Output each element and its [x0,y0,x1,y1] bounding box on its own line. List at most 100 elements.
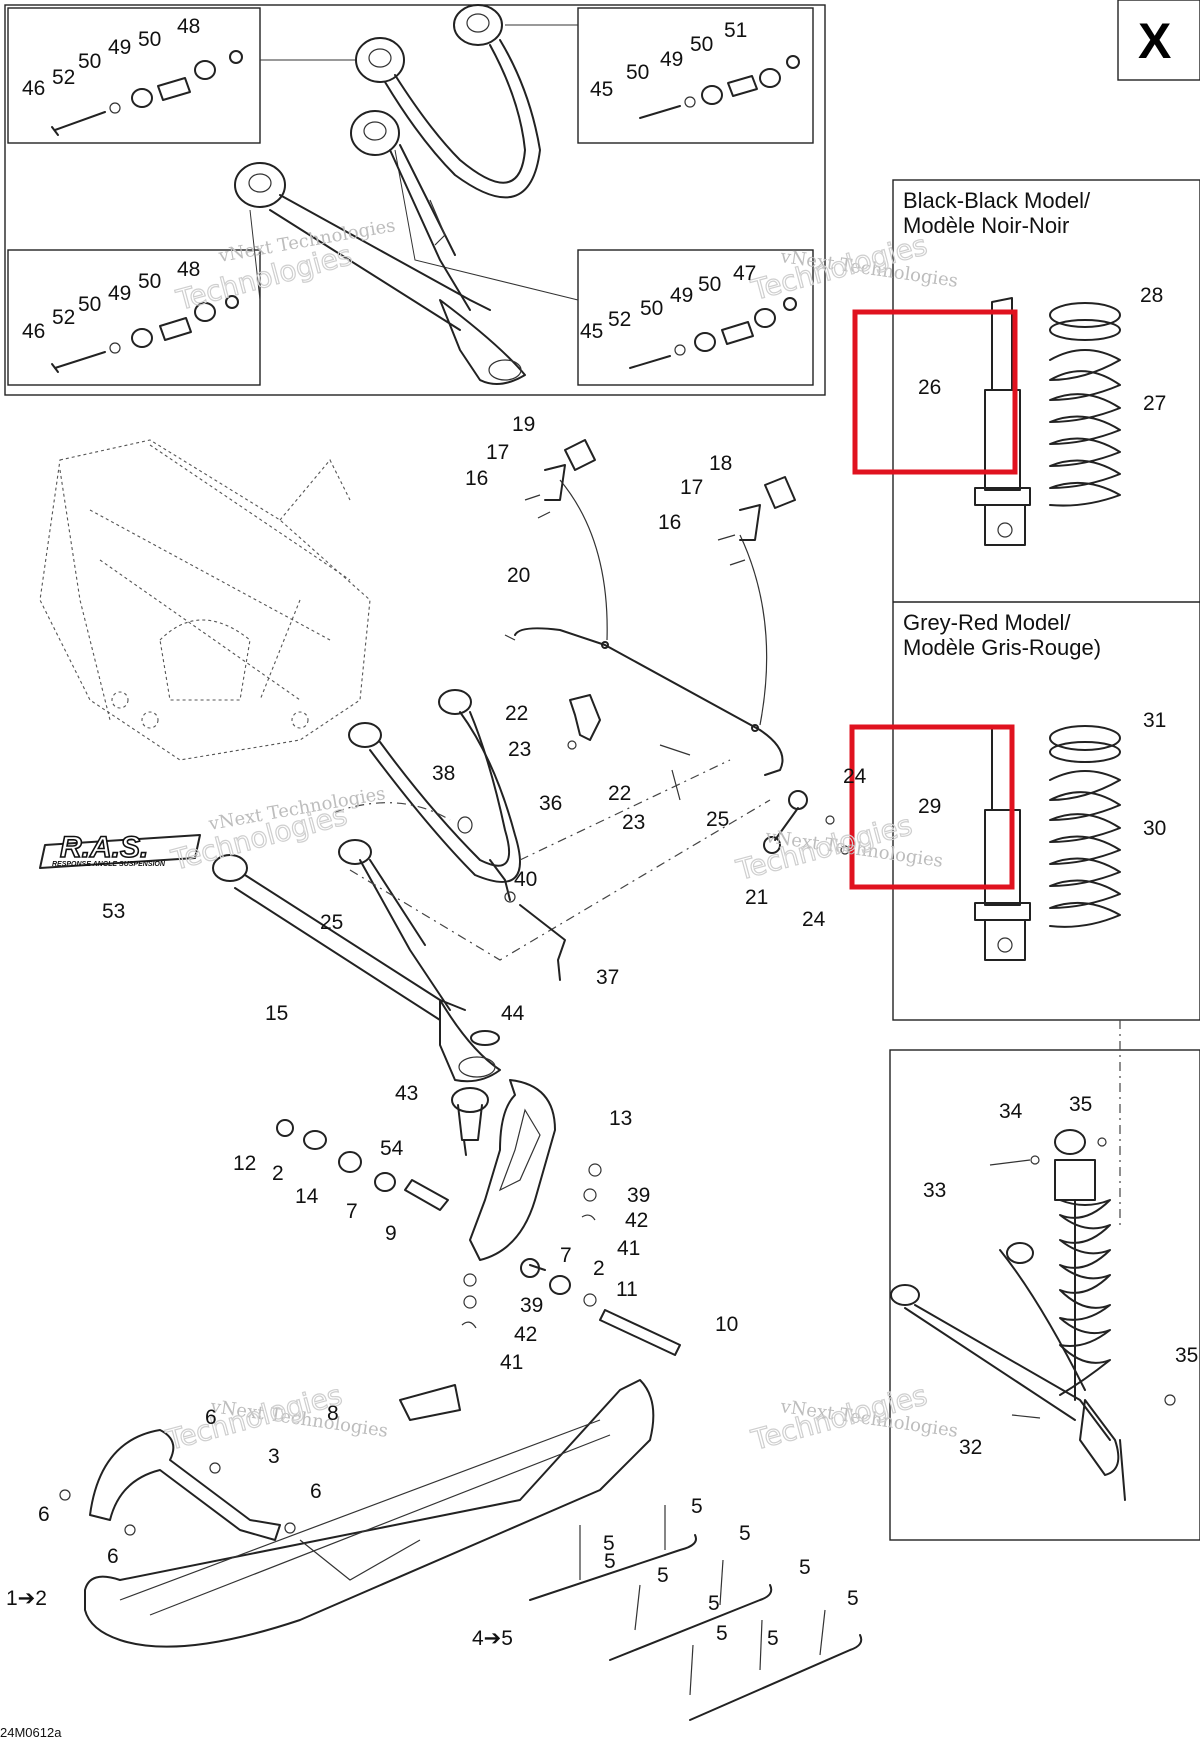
callout-label: 5 [716,1622,728,1645]
callout-label: 5 [691,1495,703,1518]
section-letter: X [1138,13,1171,69]
ski-assembly [84,1379,655,1648]
callout-label: 50 [78,50,101,73]
callout-label: 19 [512,413,535,436]
callout-label: 28 [1140,284,1163,307]
callout-label: 42 [514,1323,537,1346]
callout-label: 18 [709,452,732,475]
sway-bar [504,479,784,776]
hardware-top-left [51,50,243,136]
callout-label: 2 [272,1162,284,1185]
callout-label: 52 [52,306,75,329]
ras-logo-tagline: RESPONSE ANGLE SUSPENSION [52,861,166,868]
callout-label: 35 [1175,1344,1198,1367]
upper-a-arm-36 [348,689,521,901]
frames [4,0,1200,1541]
callout-label: 45 [590,78,613,101]
spindle-13-web [498,1108,541,1192]
callout-label: 16 [465,467,488,490]
callout-label: 16 [658,511,681,534]
upper-a-arm-detail [350,4,541,199]
callout-label: 2 [593,1257,605,1280]
callout-label: 40 [514,868,537,891]
spindle-hardware [276,891,681,1356]
carbide-runners [529,1505,863,1721]
callout-label: 35 [1069,1093,1092,1116]
callout-label: 7 [346,1200,358,1223]
detail-leaders [249,24,579,301]
callout-label: 52 [608,308,631,331]
callout-label: 27 [1143,392,1166,415]
callout-label: 9 [385,1222,397,1245]
installed-shock-assembly [890,1129,1176,1501]
callout-label: 17 [486,441,509,464]
callout-label: 49 [108,282,131,305]
callout-label: 5 [739,1522,751,1545]
callout-label: 26 [918,376,941,399]
detail-box-mid-left [7,249,261,386]
callout-label: 11 [616,1278,638,1301]
section-box [1117,0,1200,81]
callout-label: 50 [698,273,721,296]
callout-label: 50 [78,293,101,316]
black-model-label-line2: Modèle Noir-Noir [903,213,1069,238]
callout-label: 46 [22,77,45,100]
spring-grey-red [1049,725,1121,928]
callout-label: 23 [622,811,645,834]
callout-label: 6 [107,1545,119,1568]
detail-box-mid-right [577,249,814,386]
callout-label: 5 [767,1627,779,1650]
ball-joint-43 [451,1087,489,1156]
callout-label: 21 [745,886,768,909]
spring-black-black [1049,302,1121,507]
installed-shock-frame [889,1049,1200,1541]
callout-label: 49 [108,36,131,59]
lower-a-arm-15 [212,839,501,1083]
lower-a-arm-detail [234,144,526,385]
callout-label: 25 [320,911,343,934]
callout-label: 50 [626,61,649,84]
callout-label: 49 [660,48,683,71]
callout-label: 10 [715,1313,738,1336]
callout-label: 50 [138,28,161,51]
callout-label: 37 [596,966,619,989]
callout-label: 5 [604,1550,616,1573]
callout-label: 6 [205,1406,217,1429]
grey-model-label-line1: Grey-Red Model/ [903,610,1071,635]
callout-label: 22 [608,782,631,805]
callout-label: 47 [733,262,756,285]
callout-label: 44 [501,1002,525,1025]
callout-label: 31 [1143,709,1166,732]
callout-label: 6 [310,1480,322,1503]
callout-label: 52 [52,66,75,89]
shock-models-frame [892,179,1200,1021]
grey-model-label-line2: Modèle Gris-Rouge) [903,635,1101,660]
hardware-mid-left [51,295,239,373]
spindle-13 [469,1079,556,1261]
callout-label: 5 [657,1564,669,1587]
hardware-top-right [639,55,800,119]
detail-box-top-left [7,7,261,144]
callout-label: 24 [802,908,826,931]
watermarks: vNext Technologies Technologies vNext Te… [162,215,960,1457]
callout-label: 5 [799,1556,811,1579]
handle-3 [59,1429,296,1541]
callout-label: 23 [508,738,531,761]
callout-label: 46 [22,320,45,343]
ras-logo-brand: R.A.S. [60,831,148,864]
drawing-reference: 24M0612a [0,1725,62,1740]
callout-label: 4➔5 [472,1627,513,1650]
callout-label: 50 [138,270,161,293]
callout-label: 41 [500,1351,523,1374]
black-model-label-line1: Black-Black Model/ [903,188,1091,213]
callout-label: 53 [102,900,125,923]
detail-box-top-right [577,7,814,144]
bracket-22 [567,694,691,801]
callout-label: 5 [603,1532,615,1555]
shock-black-black [974,297,1031,546]
callout-label: 34 [999,1100,1023,1123]
top-assembly-frame [4,4,826,396]
hardware-mid-right [629,297,797,369]
highlight-shock-26 [852,309,1018,475]
